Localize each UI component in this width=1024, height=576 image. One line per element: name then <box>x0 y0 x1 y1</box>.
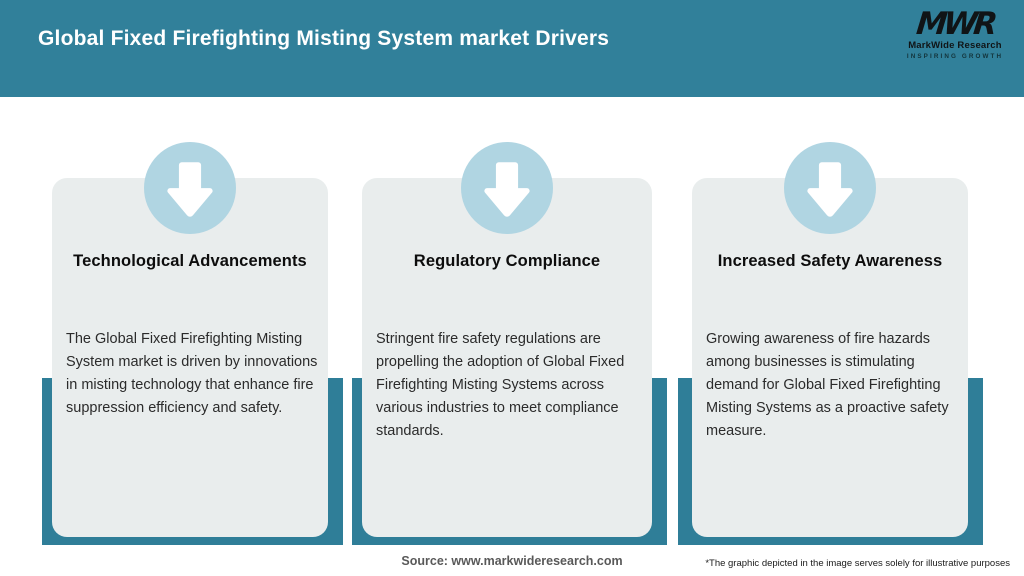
logo-name: MarkWide Research <box>908 40 1002 51</box>
card-title: Technological Advancements <box>73 252 307 270</box>
source-text: Source: www.markwideresearch.com <box>401 554 623 568</box>
card-title: Regulatory Compliance <box>413 252 601 270</box>
markwide-research-logo: MWR MarkWide Research INSPIRING GROWTH <box>900 6 1010 60</box>
page-title: Global Fixed Firefighting Misting System… <box>38 27 610 50</box>
card-body-text: Stringent fire safety regulations are pr… <box>376 331 625 439</box>
down-arrow-glyph <box>167 162 213 217</box>
driver-card-technological-advancements: Technological Advancements The Global Fi… <box>52 178 328 537</box>
logo-tagline: INSPIRING GROWTH <box>906 53 1004 60</box>
card-body-text: The Global Fixed Firefighting Misting Sy… <box>66 331 318 416</box>
driver-card-regulatory-compliance: Regulatory Compliance Stringent fire saf… <box>362 178 652 537</box>
down-arrow-glyph <box>807 162 853 217</box>
driver-card-increased-safety-awareness: Increased Safety Awareness Growing aware… <box>692 178 968 537</box>
header-band: Global Fixed Firefighting Misting System… <box>0 0 1024 97</box>
card-body-text: Growing awareness of fire hazards among … <box>706 331 949 439</box>
down-arrow-icon <box>144 142 236 234</box>
disclaimer-text: *The graphic depicted in the image serve… <box>705 558 1010 569</box>
down-arrow-icon <box>784 142 876 234</box>
card-title: Increased Safety Awareness <box>717 252 943 270</box>
down-arrow-glyph <box>484 162 530 217</box>
down-arrow-icon <box>461 142 553 234</box>
logo-monogram: MWR <box>914 6 996 42</box>
